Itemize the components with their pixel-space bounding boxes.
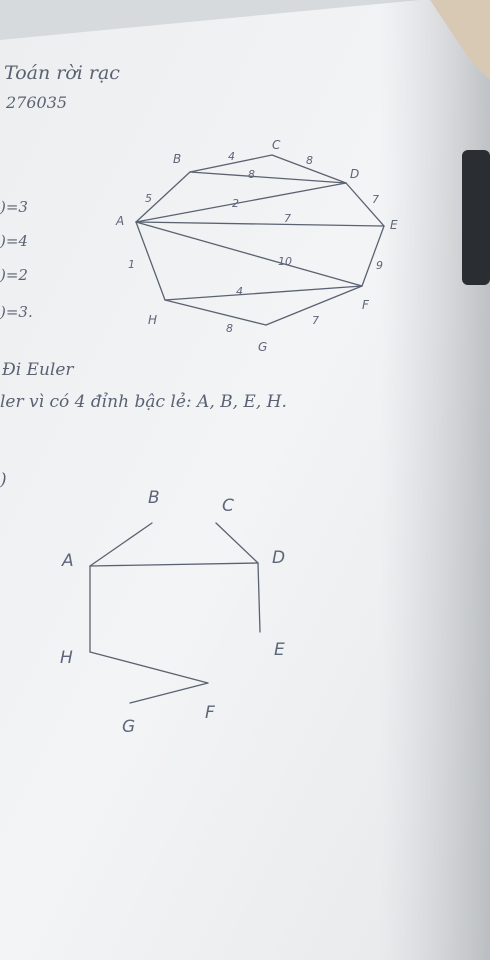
degree-line-3: )=2 (0, 266, 28, 284)
vertex-label-F: F (362, 298, 369, 312)
vertex-label-D: D (350, 167, 360, 181)
euler-vertex-label-F: F (205, 703, 215, 723)
euler-vertex-label-H: H (60, 648, 73, 668)
vertex-label-E: E (390, 218, 398, 232)
euler-edge-CD (215, 522, 259, 564)
euler-edge-DE (257, 562, 261, 633)
phone-edge (462, 150, 490, 285)
edge-CD (271, 154, 347, 184)
weight-BD: 8 (248, 168, 255, 181)
weight-AD: 2 (232, 197, 239, 210)
degree-line-1: )=3 (0, 198, 28, 216)
euler-vertex-label-A: A (62, 551, 74, 571)
part-marker: ) (0, 470, 7, 490)
edge-FG (265, 285, 363, 326)
degree-line-2: )=4 (0, 232, 28, 250)
euler-edge-HF (89, 651, 209, 684)
weight-AE: 7 (284, 212, 291, 225)
edge-DE (345, 182, 385, 227)
euler-heading: Đi Euler (2, 360, 74, 380)
edge-BD (189, 171, 347, 184)
edge-AB (135, 171, 191, 223)
weight-BC: 4 (228, 150, 235, 163)
weight-AB: 5 (145, 192, 152, 205)
weight-FG: 7 (312, 314, 319, 327)
vertex-label-A: A (116, 214, 125, 228)
edge-HA (135, 221, 166, 301)
weight-CD: 8 (306, 154, 313, 167)
weight-AF: 10 (278, 255, 292, 268)
euler-vertex-label-G: G (122, 717, 136, 737)
weighted-graph (135, 154, 385, 326)
edge-EF (361, 225, 385, 287)
weight-DE: 7 (372, 193, 379, 206)
weight-HA: 1 (128, 258, 135, 271)
edge-GH (164, 299, 267, 326)
vertex-label-C: C (272, 138, 281, 152)
vertex-label-H: H (148, 313, 158, 327)
euler-vertex-label-D: D (272, 548, 286, 568)
euler-reason: ler vì có 4 đỉnh bậc lẻ: A, B, E, H. (0, 392, 287, 412)
vertex-label-G: G (258, 340, 268, 354)
weight-EF: 9 (376, 259, 383, 272)
notes-title: Toán rời rạc (4, 62, 120, 84)
euler-edge-AB (89, 522, 153, 567)
euler-edge-AD (89, 562, 259, 567)
edge-AE (135, 221, 385, 227)
euler-vertex-label-E: E (274, 640, 285, 660)
edge-HF (164, 285, 363, 301)
euler-edge-FG (129, 682, 209, 704)
degree-line-4: )=3. (0, 303, 33, 321)
edge-AD (135, 182, 347, 223)
euler-vertex-label-B: B (148, 488, 160, 508)
euler-subgraph (89, 522, 261, 704)
weight-GH: 8 (226, 322, 233, 335)
edge-AF (135, 221, 363, 287)
edge-BC (189, 154, 273, 173)
vertex-label-B: B (173, 152, 182, 166)
weight-HF: 4 (236, 285, 243, 298)
euler-vertex-label-C: C (222, 496, 234, 516)
student-id: 276035 (6, 93, 68, 112)
